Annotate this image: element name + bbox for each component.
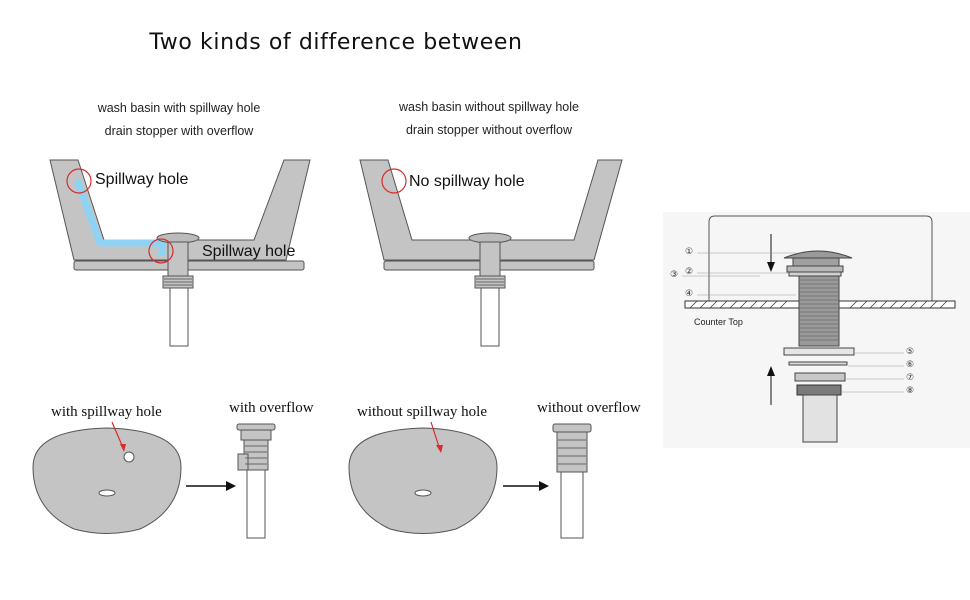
right-caption-line1: wash basin without spillway hole <box>399 100 579 114</box>
bowl-with-spillway <box>32 421 182 534</box>
drain-with-label: with overflow <box>229 400 314 416</box>
spillway-marker-bottom <box>148 238 174 264</box>
drain-with-overflow <box>236 423 276 539</box>
part-5-label: ⑤ <box>906 347 915 357</box>
spillway-label-top: Spillway hole <box>95 171 189 188</box>
bowl-with-label: with spillway hole <box>51 404 162 420</box>
installation-diagram <box>663 212 970 448</box>
part-7-label: ⑦ <box>906 373 915 383</box>
counter-top-label: Counter Top <box>694 317 743 327</box>
drain-without-label: without overflow <box>537 400 641 416</box>
part-3-label: ③ <box>670 270 679 280</box>
no-spillway-label: No spillway hole <box>409 173 525 190</box>
part-2-label: ② <box>685 267 694 277</box>
part-1-label: ① <box>685 247 694 257</box>
overflow-hole <box>123 451 135 463</box>
right-caption-line2: drain stopper without overflow <box>405 123 573 137</box>
arrow-right <box>503 481 549 491</box>
no-spillway-marker <box>381 168 407 194</box>
part-6-label: ⑥ <box>906 360 915 370</box>
section-basin-with-spillway <box>49 159 311 347</box>
drain-without-overflow <box>552 423 592 539</box>
spillway-label-bottom: Spillway hole <box>202 243 296 260</box>
part-8-label: ⑧ <box>906 386 915 396</box>
section-basin-without-spillway <box>359 159 623 347</box>
page-title: Two kinds of difference between <box>149 30 523 55</box>
spillway-marker-top <box>66 168 92 194</box>
left-caption-line1: wash basin with spillway hole <box>97 101 261 115</box>
bowl-without-label: without spillway hole <box>357 404 487 420</box>
bowl-without-spillway <box>348 421 498 534</box>
arrow-left <box>186 481 236 491</box>
left-caption-line2: drain stopper with overflow <box>104 124 254 138</box>
part-4-label: ④ <box>685 289 694 299</box>
